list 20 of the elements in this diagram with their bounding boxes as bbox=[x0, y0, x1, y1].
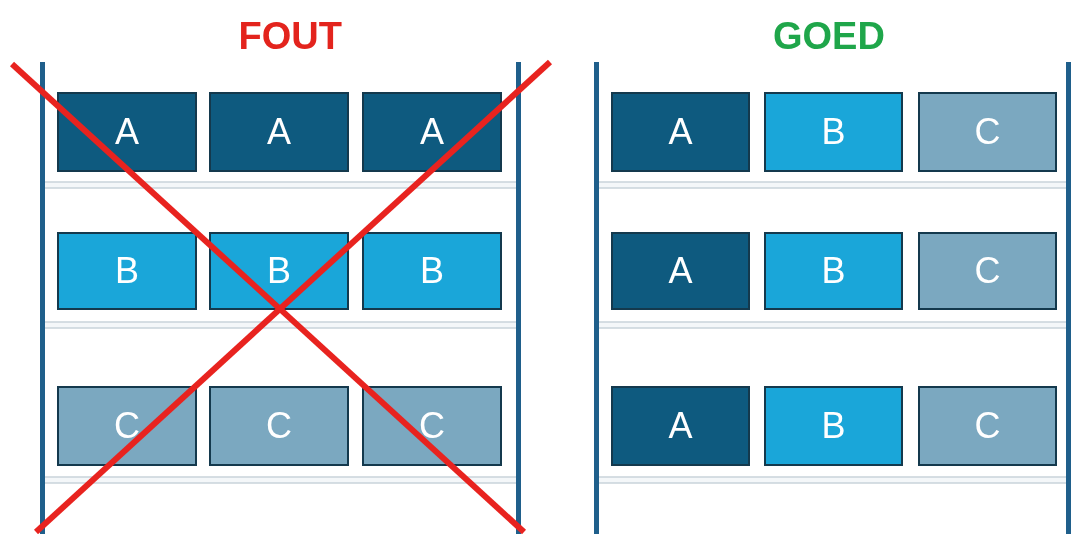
storage-box: C bbox=[362, 386, 502, 466]
storage-box: A bbox=[611, 92, 750, 172]
storage-box: C bbox=[918, 92, 1057, 172]
storage-box: B bbox=[764, 386, 903, 466]
heading: FOUT bbox=[238, 14, 342, 58]
storage-box: C bbox=[57, 386, 197, 466]
storage-box: B bbox=[764, 232, 903, 310]
storage-box: B bbox=[362, 232, 502, 310]
storage-box: A bbox=[362, 92, 502, 172]
storage-box: A bbox=[611, 232, 750, 310]
storage-box: A bbox=[209, 92, 349, 172]
heading: GOED bbox=[773, 14, 885, 58]
storage-box: A bbox=[611, 386, 750, 466]
storage-box: A bbox=[57, 92, 197, 172]
storage-box: C bbox=[209, 386, 349, 466]
storage-box: B bbox=[764, 92, 903, 172]
storage-box: C bbox=[918, 386, 1057, 466]
storage-box: B bbox=[57, 232, 197, 310]
storage-box: C bbox=[918, 232, 1057, 310]
storage-box: B bbox=[209, 232, 349, 310]
